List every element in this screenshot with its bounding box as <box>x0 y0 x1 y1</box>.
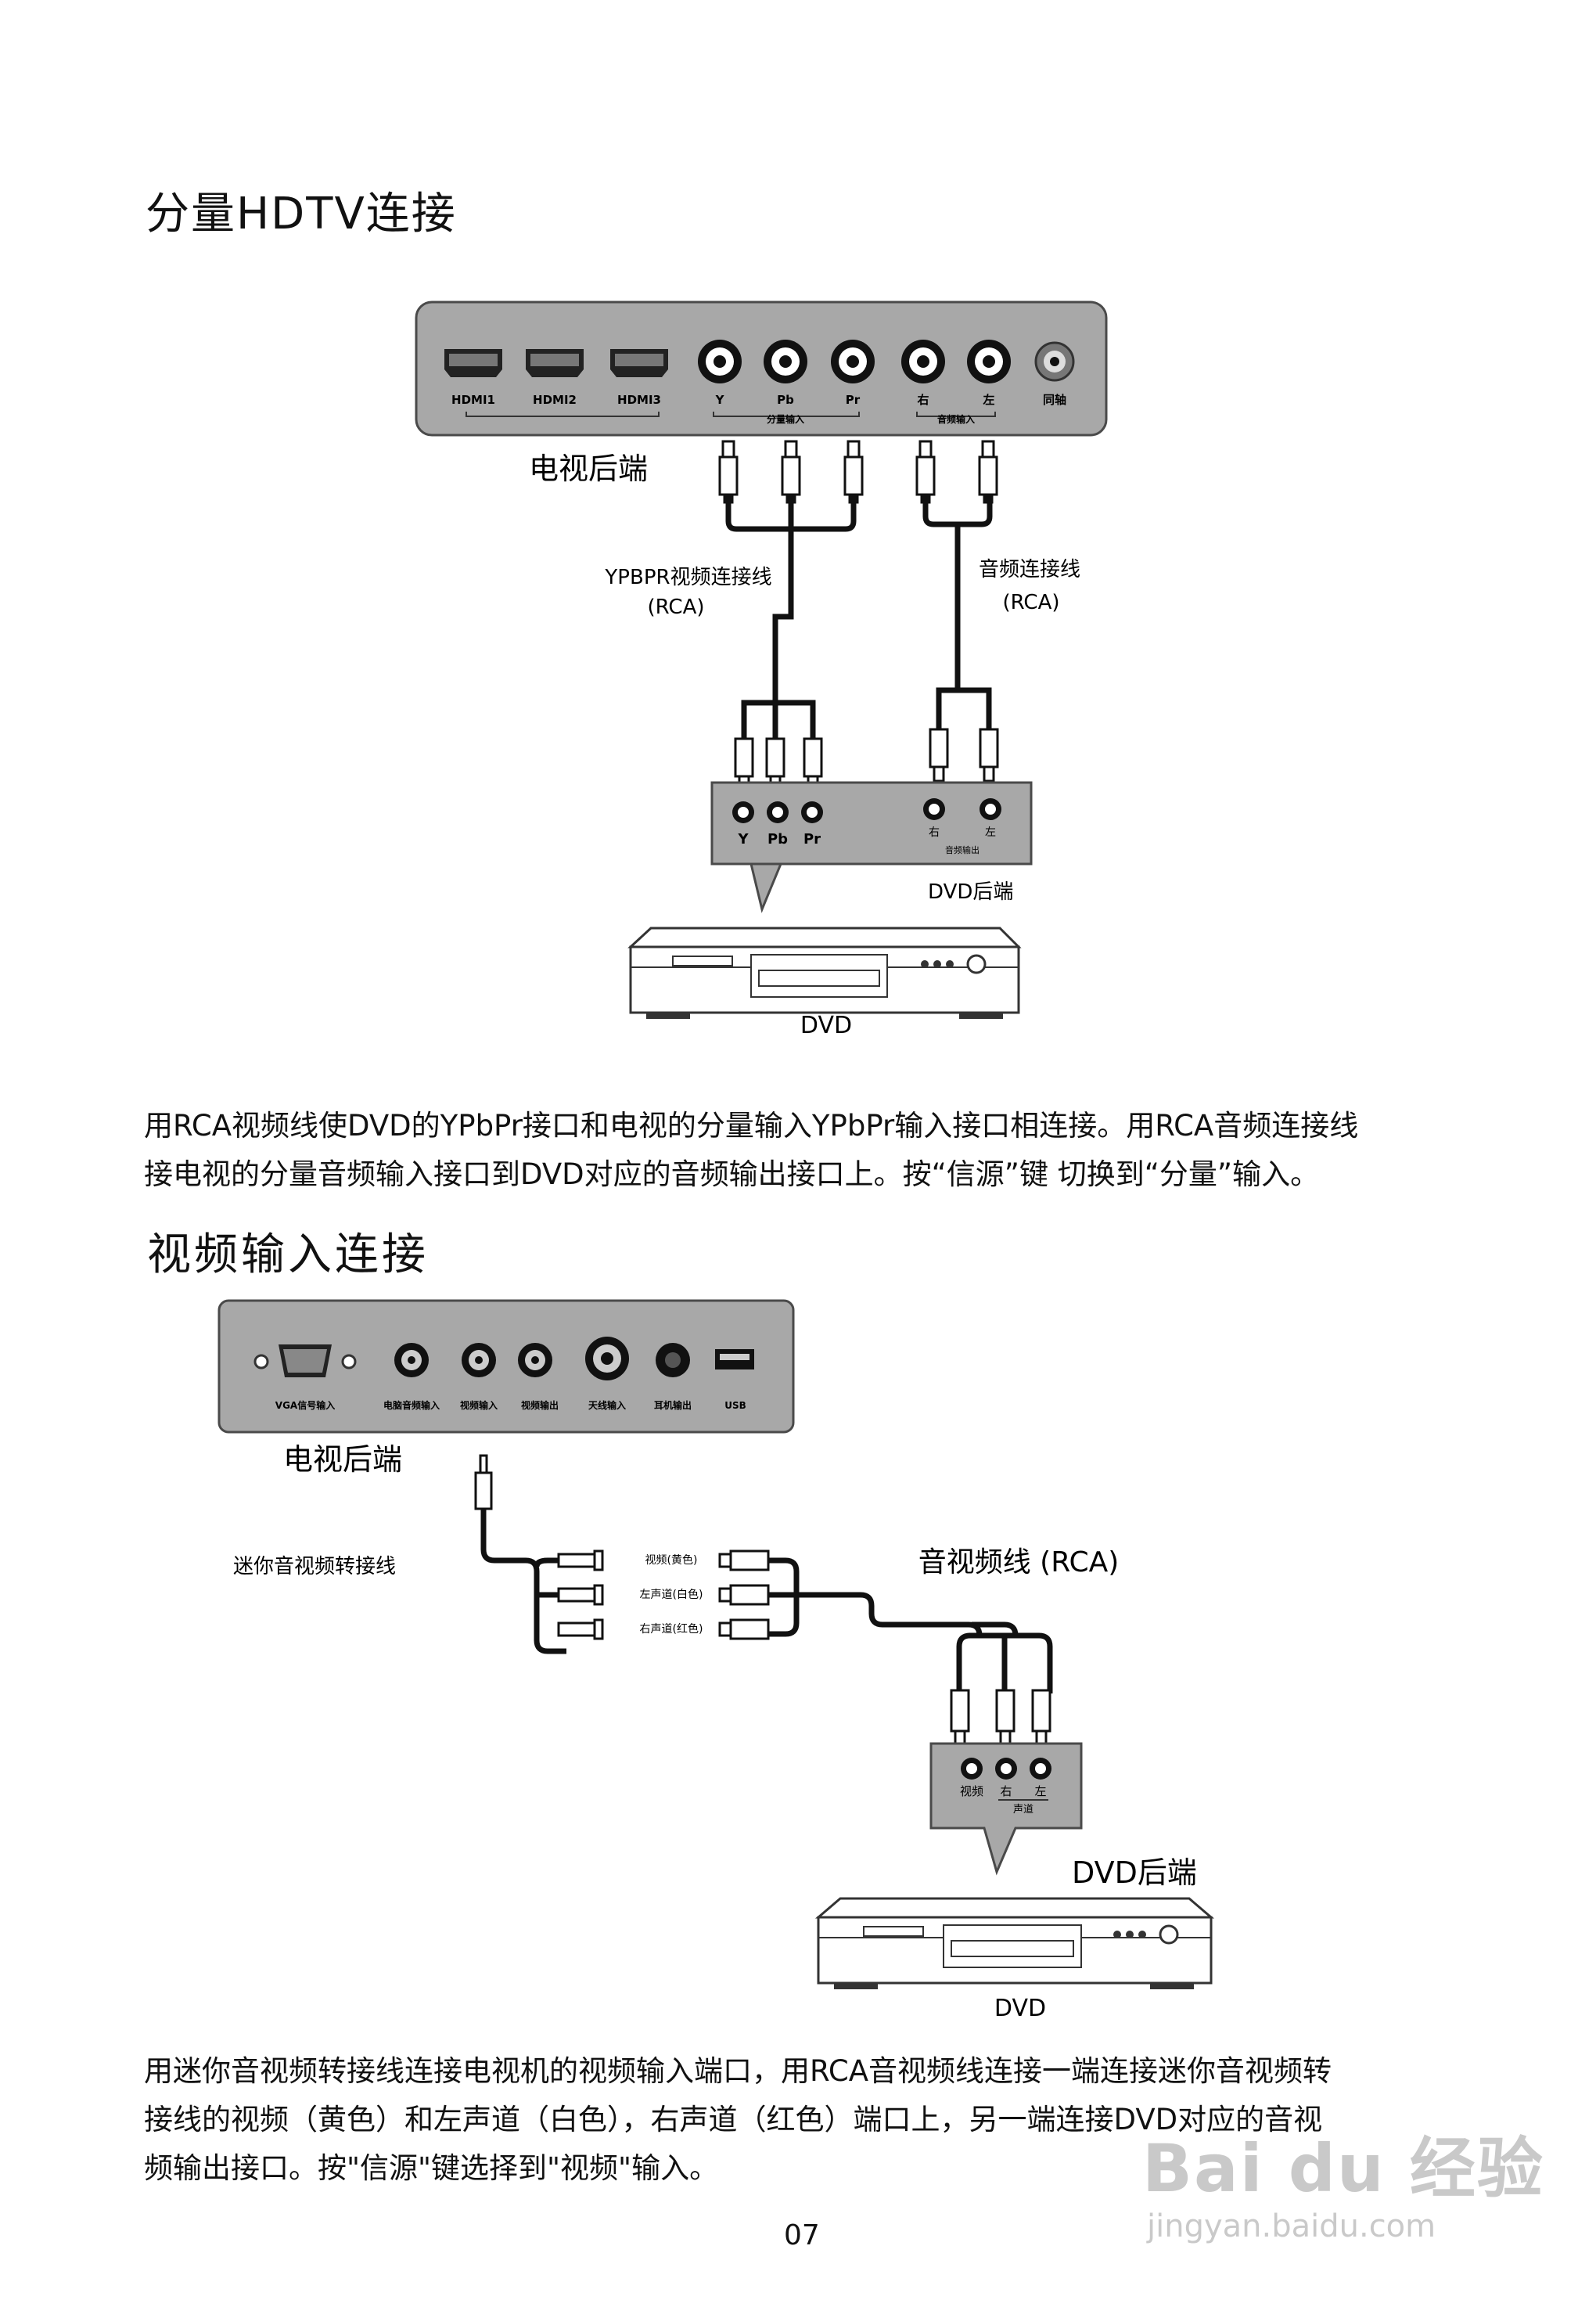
mini-cable-label: 迷你音视频转接线 <box>233 1555 396 1578</box>
rca-jack-y <box>698 340 742 383</box>
coaxial-jack <box>1034 341 1075 382</box>
dvd-port-right: 右 <box>1000 1784 1012 1798</box>
dvd-port-y: Y <box>737 831 749 848</box>
video-cable-sub: (RCA) <box>648 596 705 619</box>
rca-plug-icon <box>718 440 998 504</box>
rca-jack-pb <box>764 340 807 383</box>
dvd-rear-label: DVD后端 <box>928 880 1013 904</box>
watermark-brand: Bai du 经验 <box>1142 2130 1544 2207</box>
tv-rear-panel: VGA信号输入 电脑音频输入 视频输入 视频输出 天线输入 耳机输出 USB <box>217 1299 795 1434</box>
section1-description-line2: 接电视的分量音频输入接口到DVD对应的音频输出接口上。按“信源”键 切换到“分量… <box>144 1157 1320 1191</box>
port-label-headphone: 耳机输出 <box>654 1399 692 1411</box>
dvd-port-left: 左 <box>1034 1784 1046 1798</box>
dvd-port-right: 右 <box>929 826 940 839</box>
plug-label-video: 视频(黄色) <box>645 1553 698 1567</box>
port-label-usb: USB <box>724 1400 746 1411</box>
video-in-jack <box>462 1343 496 1377</box>
audio-group-bracket <box>916 412 996 417</box>
rca-plug-icon <box>734 728 999 792</box>
component-group-label: 分量输入 <box>767 413 804 425</box>
dvd-player-icon <box>627 927 1022 1019</box>
audio-cable-sub: (RCA) <box>1003 591 1060 614</box>
tv-rear-label: 电视后端 <box>283 1442 402 1477</box>
tv-rear-panel: HDMI1 HDMI2 HDMI3 Y Pb Pr 右 左 同轴 分量输入 音频… <box>415 301 1108 437</box>
port-label-video-out: 视频输出 <box>521 1399 559 1411</box>
page-number: 07 <box>784 2219 820 2251</box>
port-label-left: 左 <box>982 393 994 407</box>
audio-group-label: 音频输入 <box>937 413 975 425</box>
rca-jack-pr <box>831 340 875 383</box>
port-label-right: 右 <box>917 393 929 407</box>
vga-port-icon <box>253 1344 357 1377</box>
section2-description-line2: 接线的视频（黄色）和左声道（白色），右声道（红色）端口上，另一端连接DVD对应的… <box>144 2103 1323 2136</box>
rca-plug-icon <box>950 1689 1051 1747</box>
section2-description-line1: 用迷你音视频转接线连接电视机的视频输入端口，用RCA音视频线连接一端连接迷你音视… <box>144 2054 1332 2088</box>
pc-audio-jack <box>394 1343 429 1377</box>
ypbpr-cable <box>725 502 857 742</box>
port-label-hdmi3: HDMI3 <box>617 393 661 407</box>
video-cable-label: YPBPR视频连接线 <box>604 566 771 589</box>
port-label-hdmi1: HDMI1 <box>451 393 495 407</box>
av-rca-cable <box>768 1557 1053 1693</box>
port-label-antenna: 天线输入 <box>588 1399 626 1411</box>
audio-cable <box>922 502 993 729</box>
dvd-port-video: 视频 <box>960 1784 983 1798</box>
antenna-jack <box>585 1337 629 1380</box>
hdmi-group-bracket <box>466 412 660 417</box>
port-label-pr: Pr <box>846 393 861 407</box>
port-label-hdmi2: HDMI2 <box>533 393 577 407</box>
headphone-jack <box>656 1343 690 1377</box>
section1-description-line1: 用RCA视频线使DVD的YPbPr接口和电视的分量输入YPbPr输入接口相连接。… <box>144 1109 1359 1143</box>
component-group-bracket <box>713 412 860 417</box>
video-input-connection-diagram: VGA信号输入 电脑音频输入 视频输入 视频输出 天线输入 耳机输出 USB 电… <box>217 1299 1215 2019</box>
dvd-rear-label: DVD后端 <box>1072 1855 1197 1890</box>
plug-label-right: 右声道(红色) <box>640 1622 703 1636</box>
port-label-coaxial: 同轴 <box>1043 393 1066 407</box>
port-label-pb: Pb <box>777 393 794 407</box>
port-label-vga: VGA信号输入 <box>275 1399 335 1411</box>
rca-plug-icon <box>718 1549 770 1640</box>
tv-rear-label: 电视后端 <box>529 452 648 486</box>
section2-description-line3: 频输出接口。按"信源"键选择到"视频"输入。 <box>144 2151 719 2185</box>
plug-label-left: 左声道(白色) <box>640 1588 703 1601</box>
usb-port-icon <box>715 1349 754 1369</box>
rca-jack-left <box>967 340 1011 383</box>
component-connection-diagram: HDMI1 HDMI2 HDMI3 Y Pb Pr 右 左 同轴 分量输入 音频… <box>415 301 1108 1039</box>
port-label-video-in: 视频输入 <box>460 1399 498 1411</box>
mini-plug-icon <box>474 1454 493 1510</box>
hdmi-port-icon <box>444 349 502 377</box>
dvd-rear-panel: 视频 右 左 声道 <box>929 1742 1083 1876</box>
dvd-port-pb: Pb <box>767 831 788 848</box>
dvd-player-icon <box>814 1897 1215 1989</box>
section1-title: 分量HDTV连接 <box>146 189 457 239</box>
rca-jack-right <box>901 340 945 383</box>
mini-av-adapter-cable <box>480 1509 566 1654</box>
dvd-label: DVD <box>994 1995 1046 2019</box>
rca-socket-icon <box>557 1549 604 1640</box>
hdmi-port-icon <box>526 349 584 377</box>
video-out-jack <box>518 1343 552 1377</box>
dvd-port-pr: Pr <box>803 831 821 848</box>
dvd-audio-group-label: 音频输出 <box>945 844 980 855</box>
port-label-pc-audio: 电脑音频输入 <box>383 1399 440 1411</box>
watermark-url: jingyan.baidu.com <box>1147 2208 1436 2244</box>
dvd-audio-group-label: 声道 <box>1013 1804 1033 1816</box>
dvd-rear-panel: Y Pb Pr 右 左 音频输出 <box>710 781 1033 913</box>
hdmi-port-icon <box>610 349 668 377</box>
dvd-label: DVD <box>800 1012 852 1039</box>
port-label-y: Y <box>715 393 725 407</box>
section2-title: 视频输入连接 <box>147 1229 429 1280</box>
dvd-port-left: 左 <box>985 826 996 839</box>
audio-cable-label: 音频连接线 <box>979 558 1080 581</box>
av-cable-label: 音视频线 (RCA) <box>918 1546 1120 1578</box>
